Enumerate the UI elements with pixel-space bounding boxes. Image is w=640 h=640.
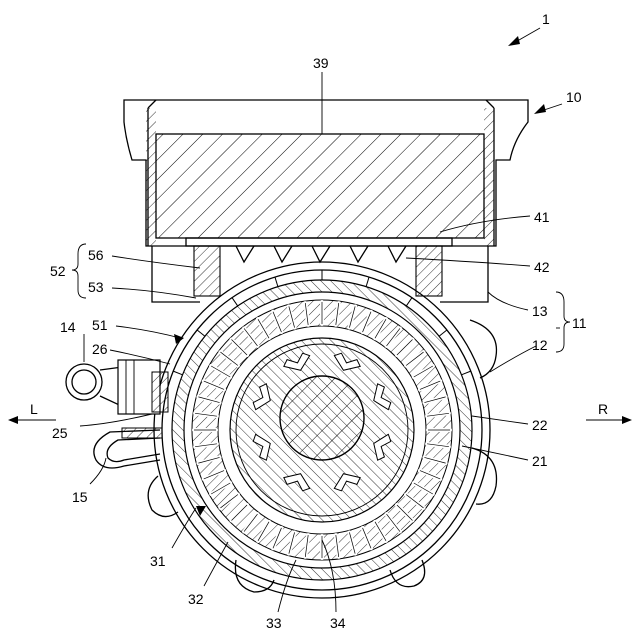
- shroud-rib: [197, 330, 205, 336]
- label-11: 11: [572, 315, 587, 331]
- label-41: 41: [534, 209, 550, 225]
- shroud-rib: [173, 371, 182, 375]
- shroud-rib: [275, 277, 278, 287]
- label-12: 12: [532, 337, 548, 353]
- shroud-rib: [439, 330, 447, 336]
- component-39: [156, 134, 484, 238]
- label-39: 39: [313, 55, 329, 71]
- label-33: 33: [266, 615, 282, 631]
- label-56: 56: [88, 247, 104, 263]
- shroud-rib: [232, 298, 238, 306]
- label-53: 53: [88, 279, 104, 295]
- label-26: 26: [92, 341, 108, 357]
- label-1: 1: [542, 11, 550, 27]
- label-15: 15: [72, 489, 88, 505]
- clip-15: [94, 428, 162, 468]
- label-25: 25: [52, 425, 68, 441]
- label-10: 10: [566, 89, 582, 105]
- label-32: 32: [188, 591, 204, 607]
- shroud-rib: [406, 298, 412, 306]
- label-21: 21: [532, 453, 548, 469]
- label-42: 42: [534, 259, 550, 275]
- shroud-rib: [366, 277, 369, 287]
- label-34: 34: [330, 615, 346, 631]
- label-52: 52: [50, 263, 66, 279]
- direction-left-label: L: [30, 401, 38, 417]
- motor-assembly: [154, 262, 490, 598]
- connector-14: [66, 360, 168, 414]
- label-14: 14: [60, 319, 76, 335]
- label-51: 51: [92, 317, 108, 333]
- direction-right-label: R: [598, 401, 608, 417]
- label-31: 31: [150, 553, 166, 569]
- label-13: 13: [532, 303, 548, 319]
- label-22: 22: [532, 417, 548, 433]
- shroud-rib: [461, 371, 470, 375]
